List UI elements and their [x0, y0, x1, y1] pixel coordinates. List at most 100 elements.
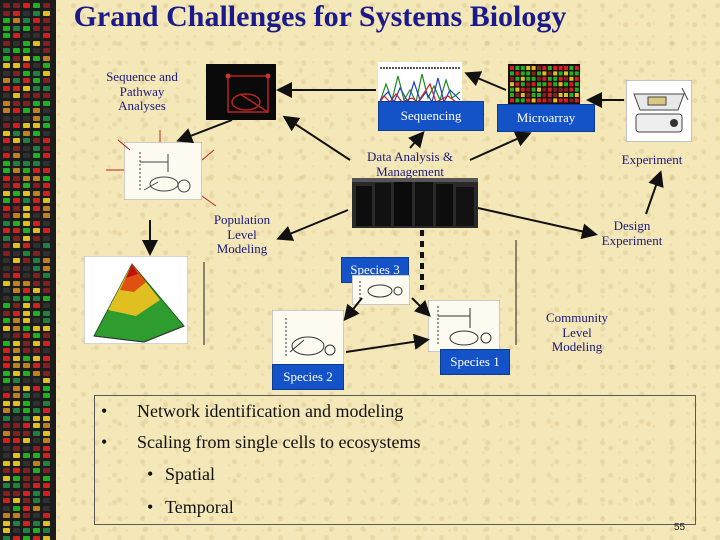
microarray-spot: [23, 528, 30, 533]
microarray-spot: [13, 108, 20, 113]
microarray-spot: [537, 93, 541, 97]
microarray-spot: [23, 10, 30, 16]
microarray-spot: [33, 513, 40, 518]
microarray-spot: [43, 250, 50, 256]
microarray-spot: [43, 415, 50, 421]
microarray-spot: [3, 288, 10, 293]
microarray-spot: [515, 87, 520, 92]
microarray-spot: [43, 370, 50, 376]
microarray-spot: [43, 325, 50, 331]
microarray-spot: [33, 205, 40, 211]
microarray-spot: [553, 82, 558, 87]
microarray-spot: [33, 168, 40, 173]
microarray-spot: [3, 340, 10, 346]
microarray-spot: [33, 370, 40, 376]
microarray-spot: [569, 76, 574, 81]
microarray-spot: [520, 93, 525, 97]
microarray-spot: [542, 76, 547, 81]
microarray-spot: [3, 258, 10, 263]
microarray-spot: [13, 310, 20, 316]
microarray-spot: [13, 453, 20, 458]
microarray-spot: [13, 190, 20, 196]
microarray-box: Microarray: [497, 104, 595, 132]
microarray-spot: [33, 258, 40, 263]
microarray-spot: [43, 145, 50, 151]
microarray-spot: [13, 273, 20, 278]
microarray-spot: [23, 3, 30, 8]
sequencing-box: Sequencing: [378, 101, 484, 131]
microarray-spot: [3, 18, 10, 23]
microarray-spot: [13, 303, 20, 308]
microarray-spot: [3, 505, 10, 511]
microarray-spot: [13, 490, 20, 496]
microarray-spot: [43, 168, 50, 173]
microarray-spot: [542, 66, 547, 70]
microarray-spot: [23, 138, 30, 143]
species-1-box: Species 1: [440, 349, 510, 375]
microarray-spot: [510, 82, 514, 87]
microarray-spot: [547, 87, 552, 92]
microarray-spot: [547, 93, 552, 97]
microarray-spot: [23, 288, 30, 293]
microarray-spot: [3, 70, 10, 76]
microarray-spot: [3, 205, 10, 211]
microarray-spot: [3, 235, 10, 241]
microarray-spot: [23, 535, 30, 540]
microarray-spot: [23, 48, 30, 53]
microarray-spot: [33, 520, 40, 526]
microarray-spot: [23, 385, 30, 391]
microarray-spot: [33, 175, 40, 181]
microarray-spot: [43, 183, 50, 188]
microarray-spot: [13, 243, 20, 248]
microarray-spot: [3, 453, 10, 458]
microarray-spot: [23, 340, 30, 346]
label-line: Community: [545, 310, 609, 325]
microarray-spot: [564, 76, 568, 81]
microarray-spot: [43, 303, 50, 308]
microarray-spot: [43, 378, 50, 383]
microarray-spot: [23, 370, 30, 376]
microarray-spot: [574, 66, 579, 70]
microarray-spot: [23, 123, 30, 128]
microarray-spot: [13, 325, 20, 331]
microarray-spot: [3, 85, 10, 91]
microarray-spot: [43, 48, 50, 53]
microarray-spot: [23, 325, 30, 331]
microarray-spot: [23, 423, 30, 428]
microarray-spot: [3, 55, 10, 61]
microarray-spot: [13, 528, 20, 533]
microarray-spot: [13, 145, 20, 151]
microarray-spot: [23, 378, 30, 383]
microarray-spot: [558, 71, 563, 76]
microarray-spot: [13, 438, 20, 443]
microarray-spot: [43, 93, 50, 98]
label-line: Experiment: [601, 232, 663, 248]
microarray-spot: [3, 483, 10, 488]
microarray-spot: [564, 82, 568, 87]
microarray-spot: [515, 93, 520, 97]
microarray-spot: [23, 108, 30, 113]
microarray-spot: [33, 288, 40, 293]
microarray-spot: [547, 76, 552, 81]
microarray-spot: [3, 378, 10, 383]
population-surface-plot: [84, 256, 188, 344]
microarray-spot: [564, 87, 568, 92]
label-line: Data Analysis &: [367, 149, 453, 164]
microarray-spot: [33, 115, 40, 121]
microarray-spot: [33, 393, 40, 398]
microarray-spot: [510, 76, 514, 81]
microarray-spot: [23, 100, 30, 106]
microarray-spot: [23, 490, 30, 496]
microarray-spot: [3, 438, 10, 443]
microarray-spot: [33, 235, 40, 241]
microarray-spot: [3, 40, 10, 46]
microarray-image: [508, 64, 580, 104]
microarray-spot: [33, 48, 40, 53]
microarray-spot: [574, 71, 579, 76]
arrow-pathway-to-network: [176, 119, 233, 144]
microarray-spot: [526, 66, 531, 70]
microarray-spot: [3, 108, 10, 113]
microarray-spot: [3, 475, 10, 481]
microarray-spot: [3, 318, 10, 323]
microarray-spot: [13, 378, 20, 383]
